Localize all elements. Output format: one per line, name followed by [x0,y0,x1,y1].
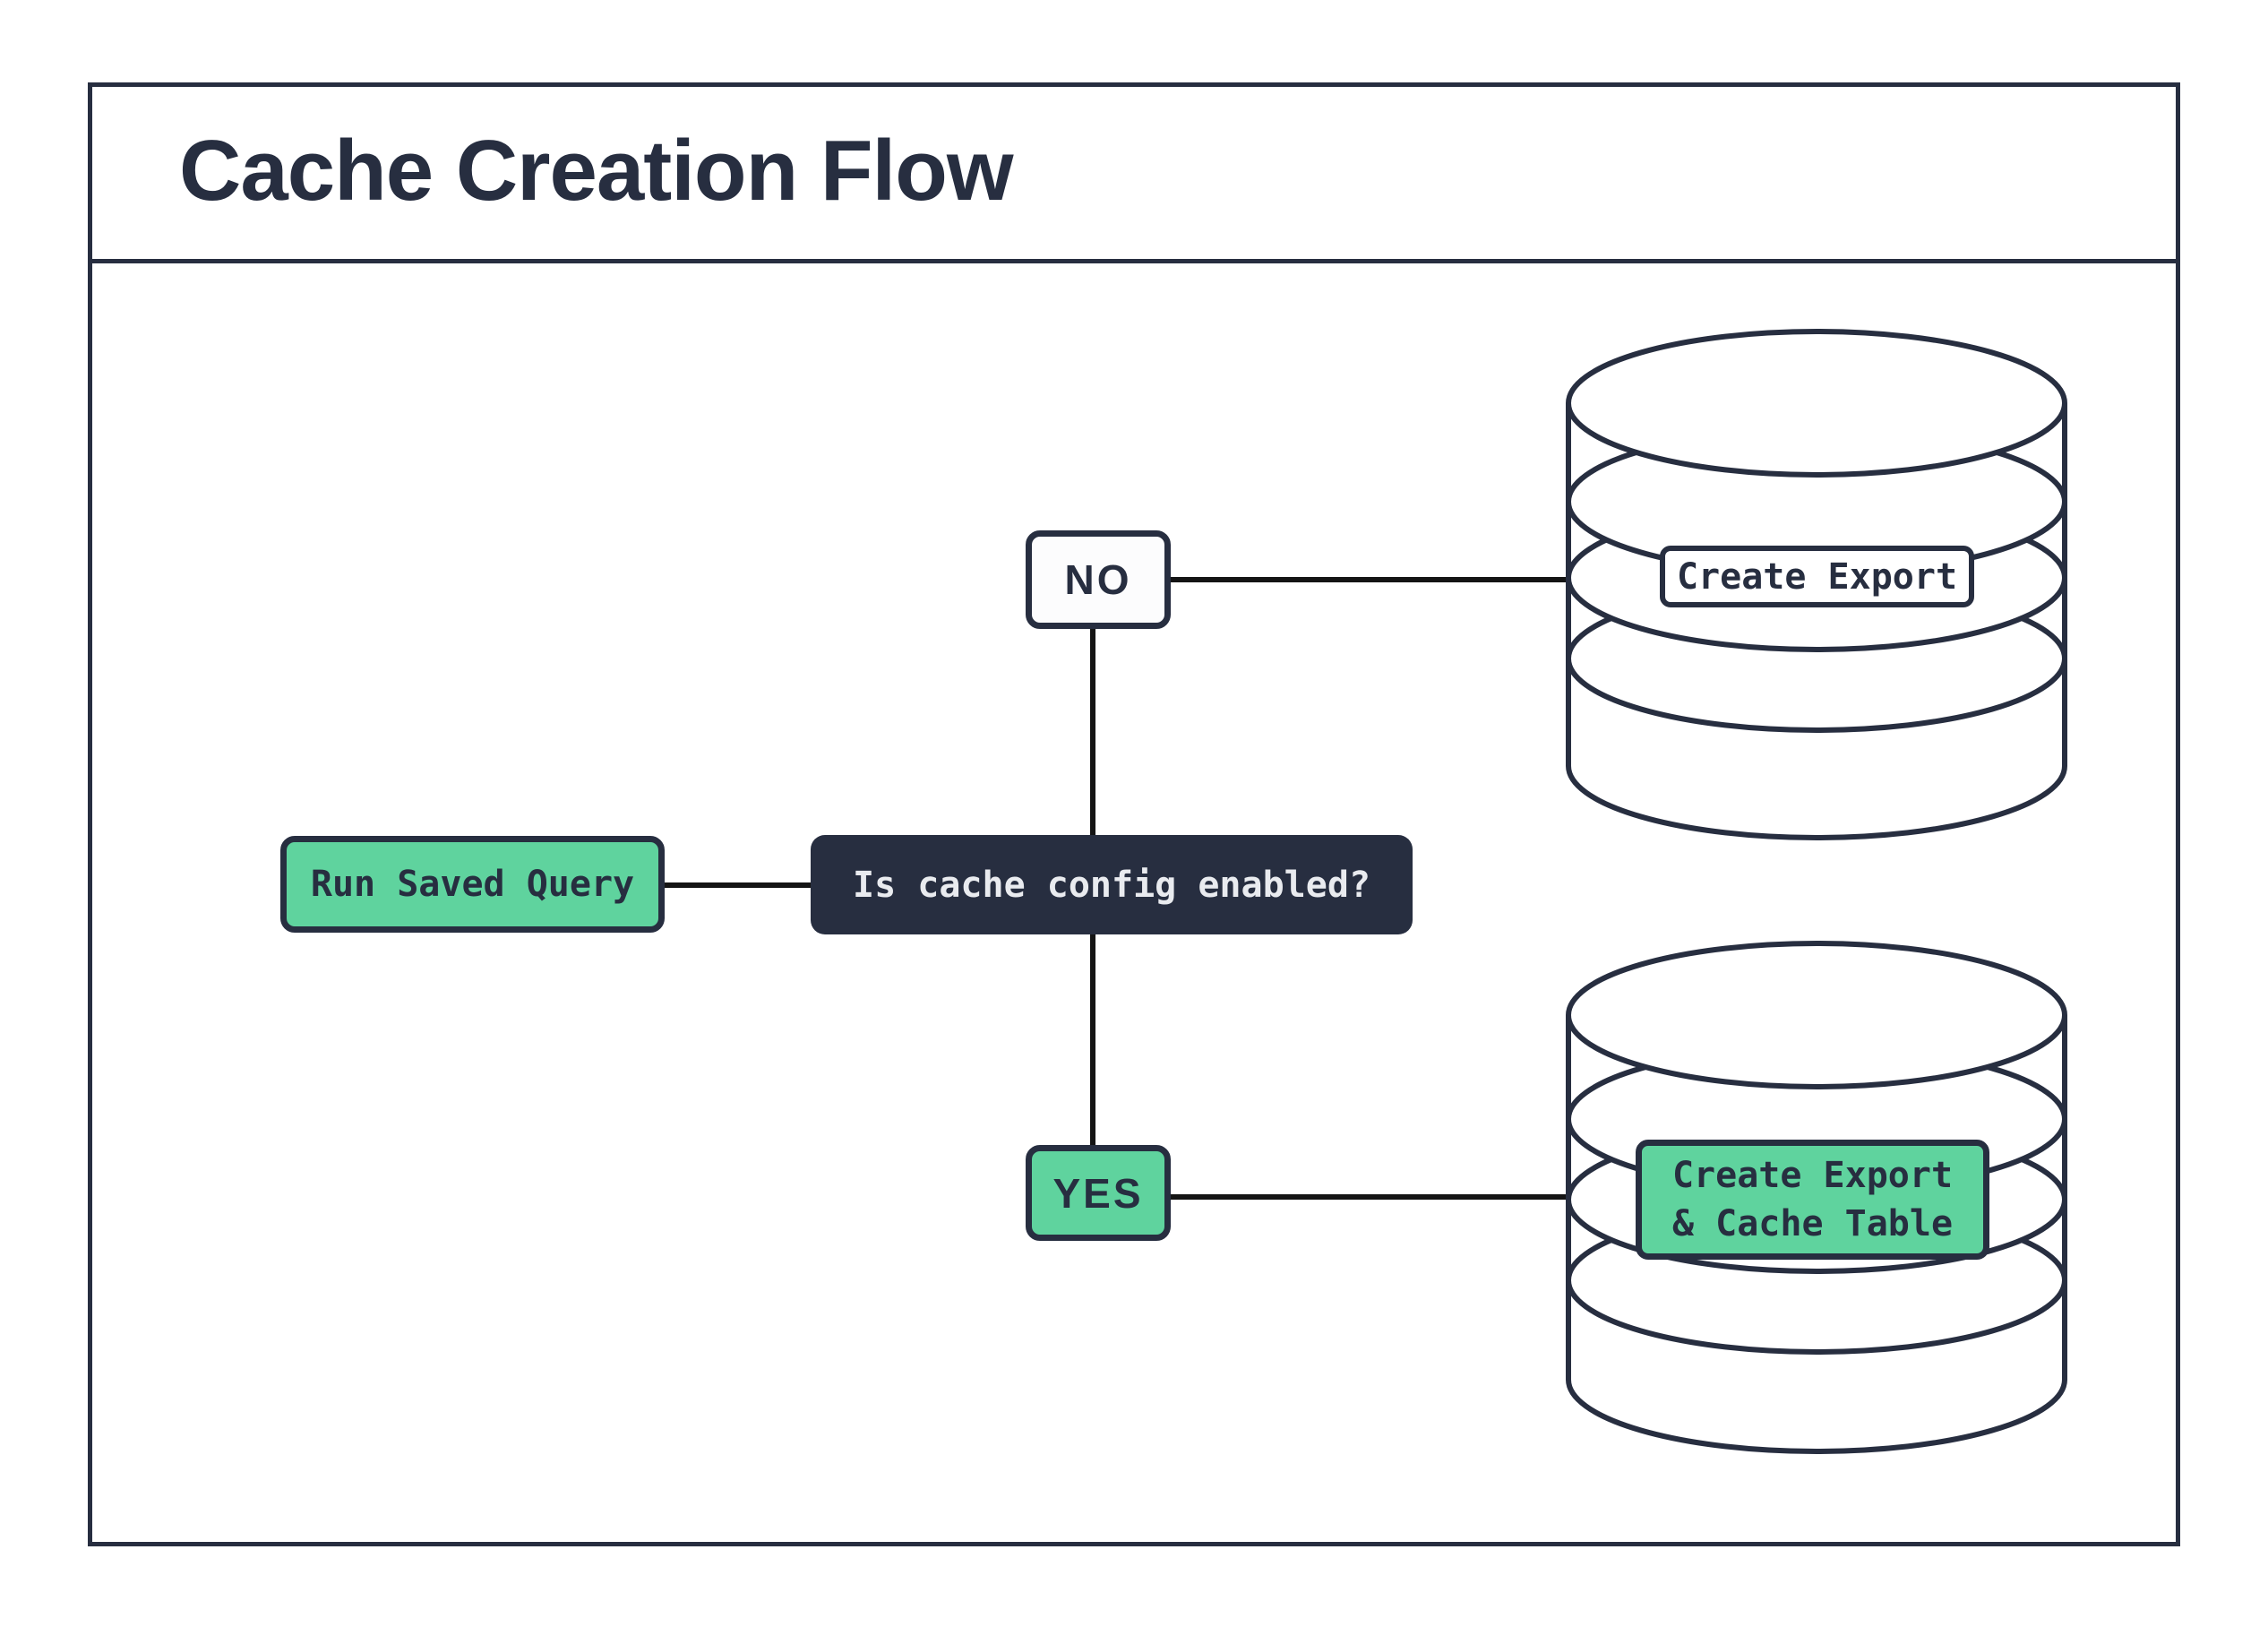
node-create-export-cache-table: Create Export & Cache Table [1636,1140,1989,1260]
node-yes-branch: YES [1026,1145,1171,1241]
connectors [665,577,1568,1200]
node-cache-config-decision-label: Is cache config enabled? [853,864,1370,906]
node-no-branch-label: NO [1064,556,1132,603]
page-title: Cache Creation Flow [179,123,1013,219]
node-yes-branch-label: YES [1052,1169,1144,1217]
node-no-branch: NO [1026,530,1171,629]
node-run-saved-query: Run Saved Query [280,836,665,933]
database-icon-top [1566,329,2067,840]
title-separator [88,259,2180,263]
node-create-export-cache-table-line2: & Cache Table [1671,1203,1954,1244]
node-cache-config-decision: Is cache config enabled? [811,835,1413,934]
node-create-export: Create Export [1660,546,1974,607]
node-run-saved-query-label: Run Saved Query [310,864,635,905]
node-create-export-cache-table-line1: Create Export [1671,1155,1954,1196]
diagram-frame [88,82,2180,1546]
node-create-export-label: Create Export [1676,555,1958,598]
